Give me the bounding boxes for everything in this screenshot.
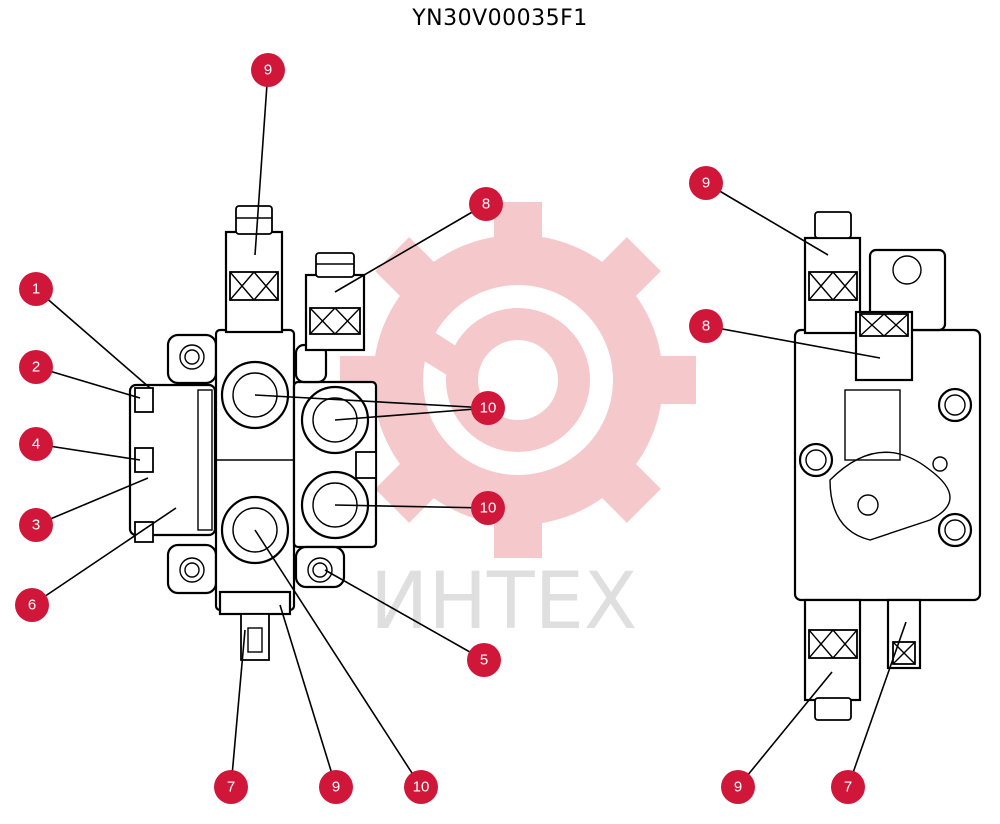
callout-4[interactable]: 4 [19,427,53,461]
watermark-gear-logo: ИНТЕХ [340,202,696,647]
callout-6[interactable]: 6 [15,588,49,622]
svg-text:9: 9 [264,62,272,79]
svg-text:6: 6 [28,597,36,614]
callout-9-side-top[interactable]: 9 [689,166,723,200]
callout-10-middle[interactable]: 10 [471,491,505,525]
leader-lines [31,69,907,788]
svg-text:1: 1 [32,281,40,298]
svg-text:4: 4 [32,436,40,453]
callout-1[interactable]: 1 [19,272,53,306]
callout-8-side[interactable]: 8 [689,309,723,343]
callout-8-front[interactable]: 8 [469,187,503,221]
svg-text:5: 5 [480,652,488,669]
callouts: 1 2 4 3 6 9 8 10 10 5 7 9 10 9 8 9 7 [15,53,865,804]
callout-7-side[interactable]: 7 [831,770,865,804]
callout-9-bottom-front[interactable]: 9 [319,770,353,804]
callout-10-bottom[interactable]: 10 [404,770,438,804]
svg-text:7: 7 [227,779,235,796]
callout-5[interactable]: 5 [467,643,501,677]
callout-3[interactable]: 3 [19,508,53,542]
svg-text:2: 2 [32,359,40,376]
svg-text:3: 3 [32,517,40,534]
side-view-valve [793,211,982,721]
svg-text:9: 9 [734,779,742,796]
drawing-title: YN30V00035F1 [412,6,588,31]
callout-9-top[interactable]: 9 [251,53,285,87]
front-view-valve [128,205,378,661]
svg-text:9: 9 [702,175,710,192]
callout-2[interactable]: 2 [19,350,53,384]
svg-text:9: 9 [332,779,340,796]
svg-text:10: 10 [480,500,497,517]
callout-9-side-bottom[interactable]: 9 [721,770,755,804]
watermark-text: ИНТЕХ [370,557,637,647]
callout-7-front[interactable]: 7 [214,770,248,804]
svg-text:7: 7 [844,779,852,796]
svg-text:8: 8 [482,196,490,213]
svg-text:10: 10 [413,779,430,796]
svg-text:10: 10 [480,400,497,417]
svg-text:8: 8 [702,318,710,335]
callout-10-upper[interactable]: 10 [471,391,505,425]
